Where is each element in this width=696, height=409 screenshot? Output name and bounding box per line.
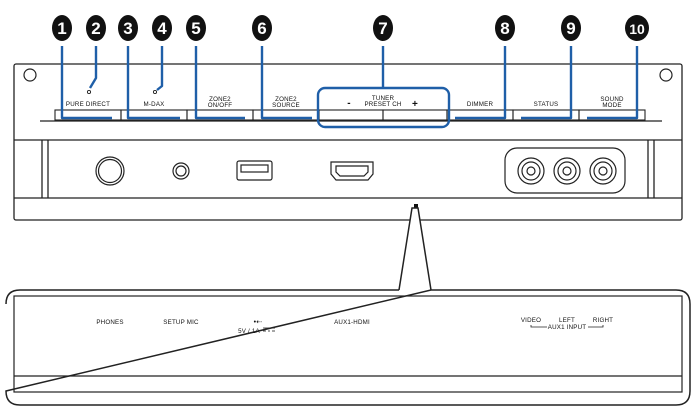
m-dax-indicator bbox=[152, 89, 158, 95]
status-label: STATUS bbox=[534, 101, 559, 108]
callout-4: 4 bbox=[152, 15, 172, 41]
right-label: RIGHT bbox=[593, 317, 613, 324]
zoom-pointer bbox=[398, 204, 432, 291]
svg-text:3: 3 bbox=[123, 19, 132, 38]
leader-2 bbox=[88, 46, 98, 89]
m-dax-label: M-DAX bbox=[144, 101, 165, 108]
aux1-hdmi-label: AUX1-HDMI bbox=[334, 319, 370, 326]
callout-2: 2 bbox=[86, 15, 106, 41]
pure-direct-label: PURE DIRECT bbox=[66, 101, 110, 108]
usb-rating-label: 5V / 1A bbox=[238, 328, 260, 335]
detail-labels: PHONES SETUP MIC •⇠ 5V / 1A AUX1-HDMI VI… bbox=[96, 317, 613, 335]
leader-9 bbox=[521, 46, 573, 120]
video-jack bbox=[517, 157, 545, 185]
callout-8: 8 bbox=[495, 15, 515, 41]
tuner-label-1: TUNER bbox=[372, 95, 395, 102]
svg-text:5: 5 bbox=[191, 19, 200, 38]
leader-6 bbox=[260, 46, 312, 120]
dc-symbol bbox=[263, 327, 275, 332]
pure-direct-indicator bbox=[86, 89, 92, 95]
hdmi-port bbox=[330, 161, 374, 181]
svg-text:9: 9 bbox=[566, 19, 575, 38]
callout-highlights bbox=[60, 46, 639, 129]
phones-label: PHONES bbox=[96, 319, 123, 326]
svg-text:7: 7 bbox=[378, 19, 387, 38]
left-jack bbox=[553, 157, 581, 185]
corner-screws bbox=[23, 68, 673, 82]
callout-1: 1 bbox=[52, 15, 72, 41]
front-panel bbox=[13, 63, 683, 221]
setup-mic-jack bbox=[172, 162, 190, 180]
sound-mode-label-1: SOUND bbox=[600, 96, 624, 103]
right-jack bbox=[589, 157, 617, 185]
leader-1 bbox=[60, 46, 112, 120]
tuner-plus-label: + bbox=[412, 99, 418, 110]
setup-mic-label: SETUP MIC bbox=[163, 319, 199, 326]
dimmer-label: DIMMER bbox=[467, 101, 494, 108]
callout-6: 6 bbox=[252, 15, 272, 41]
callout-5: 5 bbox=[186, 15, 206, 41]
svg-text:8: 8 bbox=[500, 19, 509, 38]
svg-text:6: 6 bbox=[257, 19, 266, 38]
aux1-input-bracket bbox=[530, 325, 604, 328]
tuner-plus-button[interactable] bbox=[382, 109, 448, 121]
callout-3: 3 bbox=[118, 15, 138, 41]
callouts: 1 2 3 4 5 6 7 8 9 10 bbox=[52, 15, 649, 41]
left-label: LEFT bbox=[559, 317, 575, 324]
button-labels: PURE DIRECT M-DAX ZONE2 ON/OFF ZONE2 SOU… bbox=[66, 95, 624, 110]
callout-9: 9 bbox=[561, 15, 581, 41]
usb-icon-label: •⇠ bbox=[254, 319, 263, 326]
leader-4 bbox=[156, 46, 164, 91]
aux1-input-label: AUX1 INPUT bbox=[548, 324, 586, 331]
callout-7: 7 bbox=[373, 15, 393, 41]
zone2-source-label-1: ZONE2 bbox=[275, 96, 297, 103]
svg-text:1: 1 bbox=[57, 19, 66, 38]
sound-mode-label-2: MODE bbox=[602, 102, 621, 109]
svg-text:2: 2 bbox=[91, 19, 100, 38]
leader-3 bbox=[126, 46, 180, 120]
zone2-onoff-label-2: ON/OFF bbox=[208, 102, 233, 109]
leader-10 bbox=[587, 46, 639, 120]
detail-panel bbox=[5, 289, 691, 406]
zone2-onoff-label-1: ZONE2 bbox=[209, 96, 231, 103]
usb-port bbox=[236, 160, 273, 181]
sound-mode-button[interactable] bbox=[578, 109, 646, 121]
svg-text:10: 10 bbox=[629, 21, 645, 37]
zone2-source-label-2: SOURCE bbox=[272, 102, 300, 109]
video-label: VIDEO bbox=[521, 317, 541, 324]
tuner-minus-button[interactable] bbox=[318, 109, 384, 121]
aux-input-panel bbox=[504, 147, 626, 194]
tuner-label-2: PRESET CH bbox=[364, 101, 401, 108]
front-connectors bbox=[95, 147, 626, 194]
leader-5 bbox=[194, 46, 245, 120]
phones-jack bbox=[95, 156, 125, 186]
svg-text:4: 4 bbox=[157, 19, 167, 38]
tuner-minus-label: - bbox=[347, 98, 351, 109]
callout-10: 10 bbox=[625, 15, 649, 41]
leader-8 bbox=[455, 46, 507, 120]
